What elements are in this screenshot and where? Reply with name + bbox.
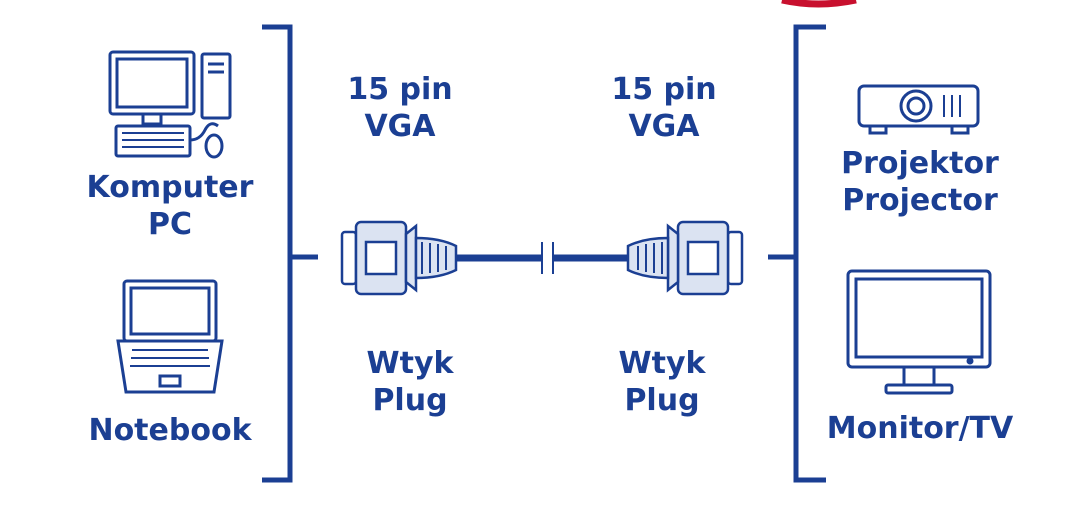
vga-cable [456, 242, 628, 274]
left-plug-text: Plug [372, 382, 448, 418]
left-type-text: VGA [364, 108, 436, 144]
computer-label-line2: PC [147, 206, 192, 242]
right-wtyk-text: Wtyk [618, 346, 706, 381]
projector-icon [857, 84, 980, 135]
projector-label-line1: Projektor [841, 146, 999, 181]
vga-plug-left [340, 220, 458, 296]
left-pins-text: 15 pin [347, 72, 453, 107]
computer-pc-label: Komputer PC [70, 170, 270, 243]
right-bracket [768, 24, 826, 483]
right-pins-text: 15 pin [611, 72, 717, 107]
right-plug-label: Wtyk Plug [597, 346, 727, 419]
notebook-label: Notebook [88, 413, 252, 448]
monitor-icon [846, 269, 992, 395]
left-plug-label: Wtyk Plug [345, 346, 475, 419]
projector-label-line2: Projector [842, 182, 998, 218]
desktop-pc-icon [108, 50, 232, 159]
vga-plug-right [626, 220, 744, 296]
computer-label-line1: Komputer [86, 170, 254, 205]
left-wtyk-text: Wtyk [366, 346, 454, 381]
left-bracket [262, 24, 318, 483]
projector-label: Projektor Projector [820, 146, 1020, 219]
red-arc-decoration [781, 0, 857, 8]
left-connector-spec: 15 pin VGA [330, 72, 470, 145]
monitor-tv-label: Monitor/TV [826, 411, 1014, 446]
notebook-icon [116, 279, 224, 394]
right-plug-text: Plug [624, 382, 700, 418]
right-connector-spec: 15 pin VGA [594, 72, 734, 145]
right-type-text: VGA [628, 108, 700, 144]
